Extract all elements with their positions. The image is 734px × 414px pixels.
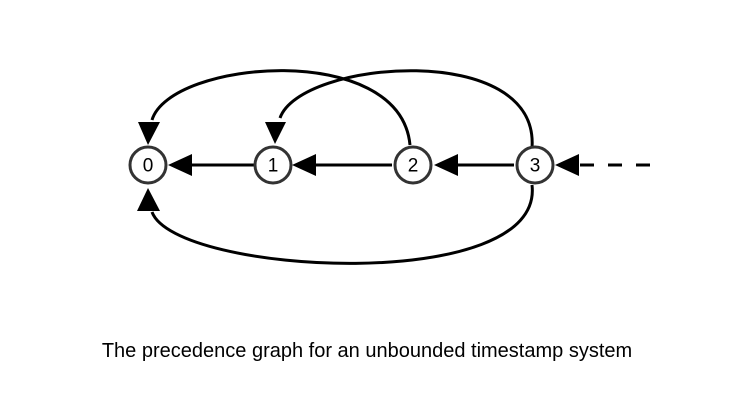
edge-2-to-0 xyxy=(150,69,412,146)
node-0-label: 0 xyxy=(143,156,154,177)
figure-caption: The precedence graph for an unbounded ti… xyxy=(101,340,633,362)
edge-3-to-1 xyxy=(278,69,534,149)
node-2: 2 xyxy=(393,145,433,185)
node-3: 3 xyxy=(515,145,555,185)
node-3-label: 3 xyxy=(530,156,541,177)
continuation-arrowhead xyxy=(555,154,579,176)
node-2-label: 2 xyxy=(408,156,419,177)
node-1: 1 xyxy=(253,145,293,185)
node-1-label: 1 xyxy=(268,156,279,177)
edge-2-to-0-arrowhead xyxy=(138,122,160,145)
edge-3-to-0-arrowhead xyxy=(137,188,160,211)
edge-2-to-1-arrowhead xyxy=(292,154,316,176)
edge-3-to-1-arrowhead xyxy=(265,122,286,144)
edge-3-to-2-arrowhead xyxy=(434,154,458,176)
node-0: 0 xyxy=(128,145,168,185)
edge-3-to-0 xyxy=(150,184,534,265)
edge-1-to-0-arrowhead xyxy=(168,154,192,176)
